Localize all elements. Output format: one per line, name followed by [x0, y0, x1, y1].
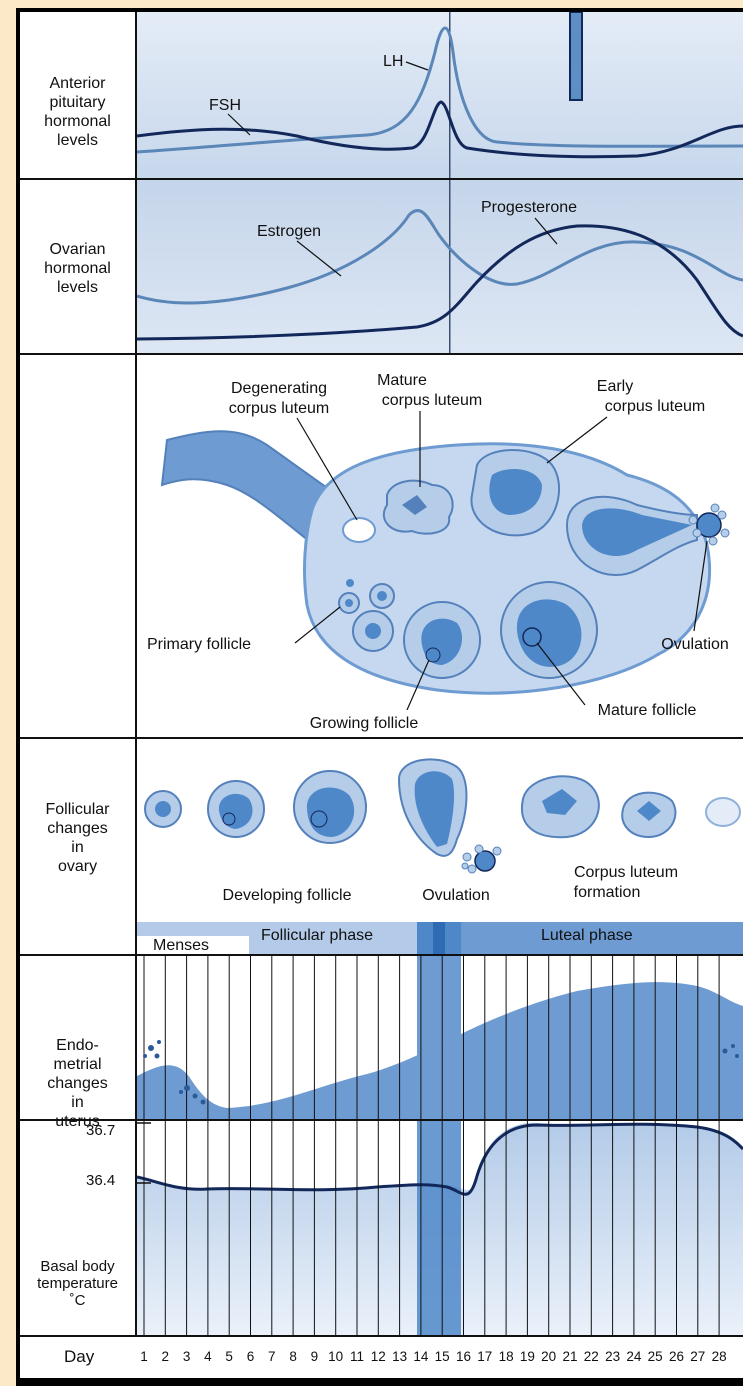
day-number: 9: [311, 1349, 319, 1364]
day-number: 2: [162, 1349, 170, 1364]
temperature-chart: [137, 1121, 743, 1335]
ovulation-core: [433, 922, 445, 954]
day-number: 14: [413, 1349, 428, 1364]
developing-follicle-label: Developing follicle: [223, 887, 352, 904]
degenerating-label-1: Degenerating: [231, 380, 327, 397]
fsh-label: FSH: [209, 97, 241, 114]
ovulation-stripe: [417, 1121, 461, 1335]
pituitary-label: Anterior pituitary hormonal levels: [20, 74, 135, 150]
growing-follicle-label: Growing follicle: [310, 715, 419, 732]
mature-follicle-label: Mature follicle: [598, 702, 697, 719]
pituitary-hormone-chart: LH FSH: [137, 12, 743, 178]
temp-high-label: 36.7: [86, 1122, 115, 1139]
day-axis-label: Day: [64, 1347, 94, 1367]
phase-bar: Menses Follicular phase Luteal phase: [137, 922, 743, 954]
degenerating-corpus-luteum: [343, 518, 375, 542]
day-number: 21: [562, 1349, 577, 1364]
day-number: 24: [626, 1349, 641, 1364]
mature-cl-label-1: Mature: [377, 372, 427, 389]
day-number: 16: [456, 1349, 471, 1364]
progesterone-label: Progesterone: [481, 199, 577, 216]
ovarian-hormone-chart: Estrogen Progesterone: [137, 180, 743, 353]
follicular-changes-illustration: Developing follicle Ovulation Corpus lut…: [137, 739, 743, 923]
day-number: 25: [648, 1349, 663, 1364]
day-number: 3: [183, 1349, 191, 1364]
temperature-label: Basal body temperature ˚C: [20, 1258, 135, 1309]
corpus-luteum-formation-1: Corpus luteum: [574, 864, 678, 881]
day-number: 20: [541, 1349, 556, 1364]
ovary-illustration: Degenerating corpus luteum Mature corpus…: [137, 355, 743, 737]
luteal-phase-label: Luteal phase: [541, 927, 633, 945]
follicular-phase-label: Follicular phase: [261, 927, 373, 945]
degenerating-label-2: corpus luteum: [229, 400, 330, 417]
day-number: 19: [520, 1349, 535, 1364]
day-number: 28: [712, 1349, 727, 1364]
day-number: 11: [350, 1349, 364, 1364]
day-number: 15: [435, 1349, 450, 1364]
temp-low-label: 36.4: [86, 1172, 115, 1189]
diagram-frame: LH FSH Anterior pituitary hormonal level…: [16, 8, 743, 1386]
ovulation-label-2: Ovulation: [422, 887, 490, 904]
day-number: 13: [392, 1349, 407, 1364]
day14-marker-line: [449, 180, 451, 353]
primary-follicle-label: Primary follicle: [147, 636, 251, 653]
ovulation-label: Ovulation: [661, 636, 729, 653]
endometrial-label: Endo- metrial changes in uterus: [20, 1036, 135, 1131]
day-number: 4: [204, 1349, 212, 1364]
ovarian-label: Ovarian hormonal levels: [20, 240, 135, 297]
endometrium-illustration: [137, 956, 743, 1119]
day-number: 7: [268, 1349, 276, 1364]
day-number: 26: [669, 1349, 684, 1364]
day-number: 22: [584, 1349, 599, 1364]
label-column-divider: [135, 12, 137, 1335]
day-number: 8: [289, 1349, 297, 1364]
day-number: 17: [477, 1349, 492, 1364]
menstrual-cycle-diagram: LH FSH Anterior pituitary hormonal level…: [20, 12, 743, 1378]
day-number: 5: [225, 1349, 233, 1364]
day-number: 27: [690, 1349, 705, 1364]
pointer-bar: [570, 12, 582, 100]
day-number: 12: [371, 1349, 386, 1364]
day-number: 18: [499, 1349, 514, 1364]
corpus-luteum-formation-2: formation: [574, 884, 641, 901]
lh-label: LH: [383, 53, 403, 70]
early-cl-label-2: corpus luteum: [605, 398, 706, 415]
estrogen-label: Estrogen: [257, 223, 321, 240]
day-number: 23: [605, 1349, 620, 1364]
menses-label: Menses: [153, 937, 209, 955]
mature-cl-label-2: corpus luteum: [382, 392, 483, 409]
day-number: 10: [328, 1349, 343, 1364]
primary-follicle-small: [346, 579, 354, 587]
follicular-label: Follicular changes in ovary: [20, 800, 135, 876]
day-number: 6: [247, 1349, 255, 1364]
early-cl-label-1: Early: [597, 378, 633, 395]
day-number: 1: [140, 1349, 148, 1364]
